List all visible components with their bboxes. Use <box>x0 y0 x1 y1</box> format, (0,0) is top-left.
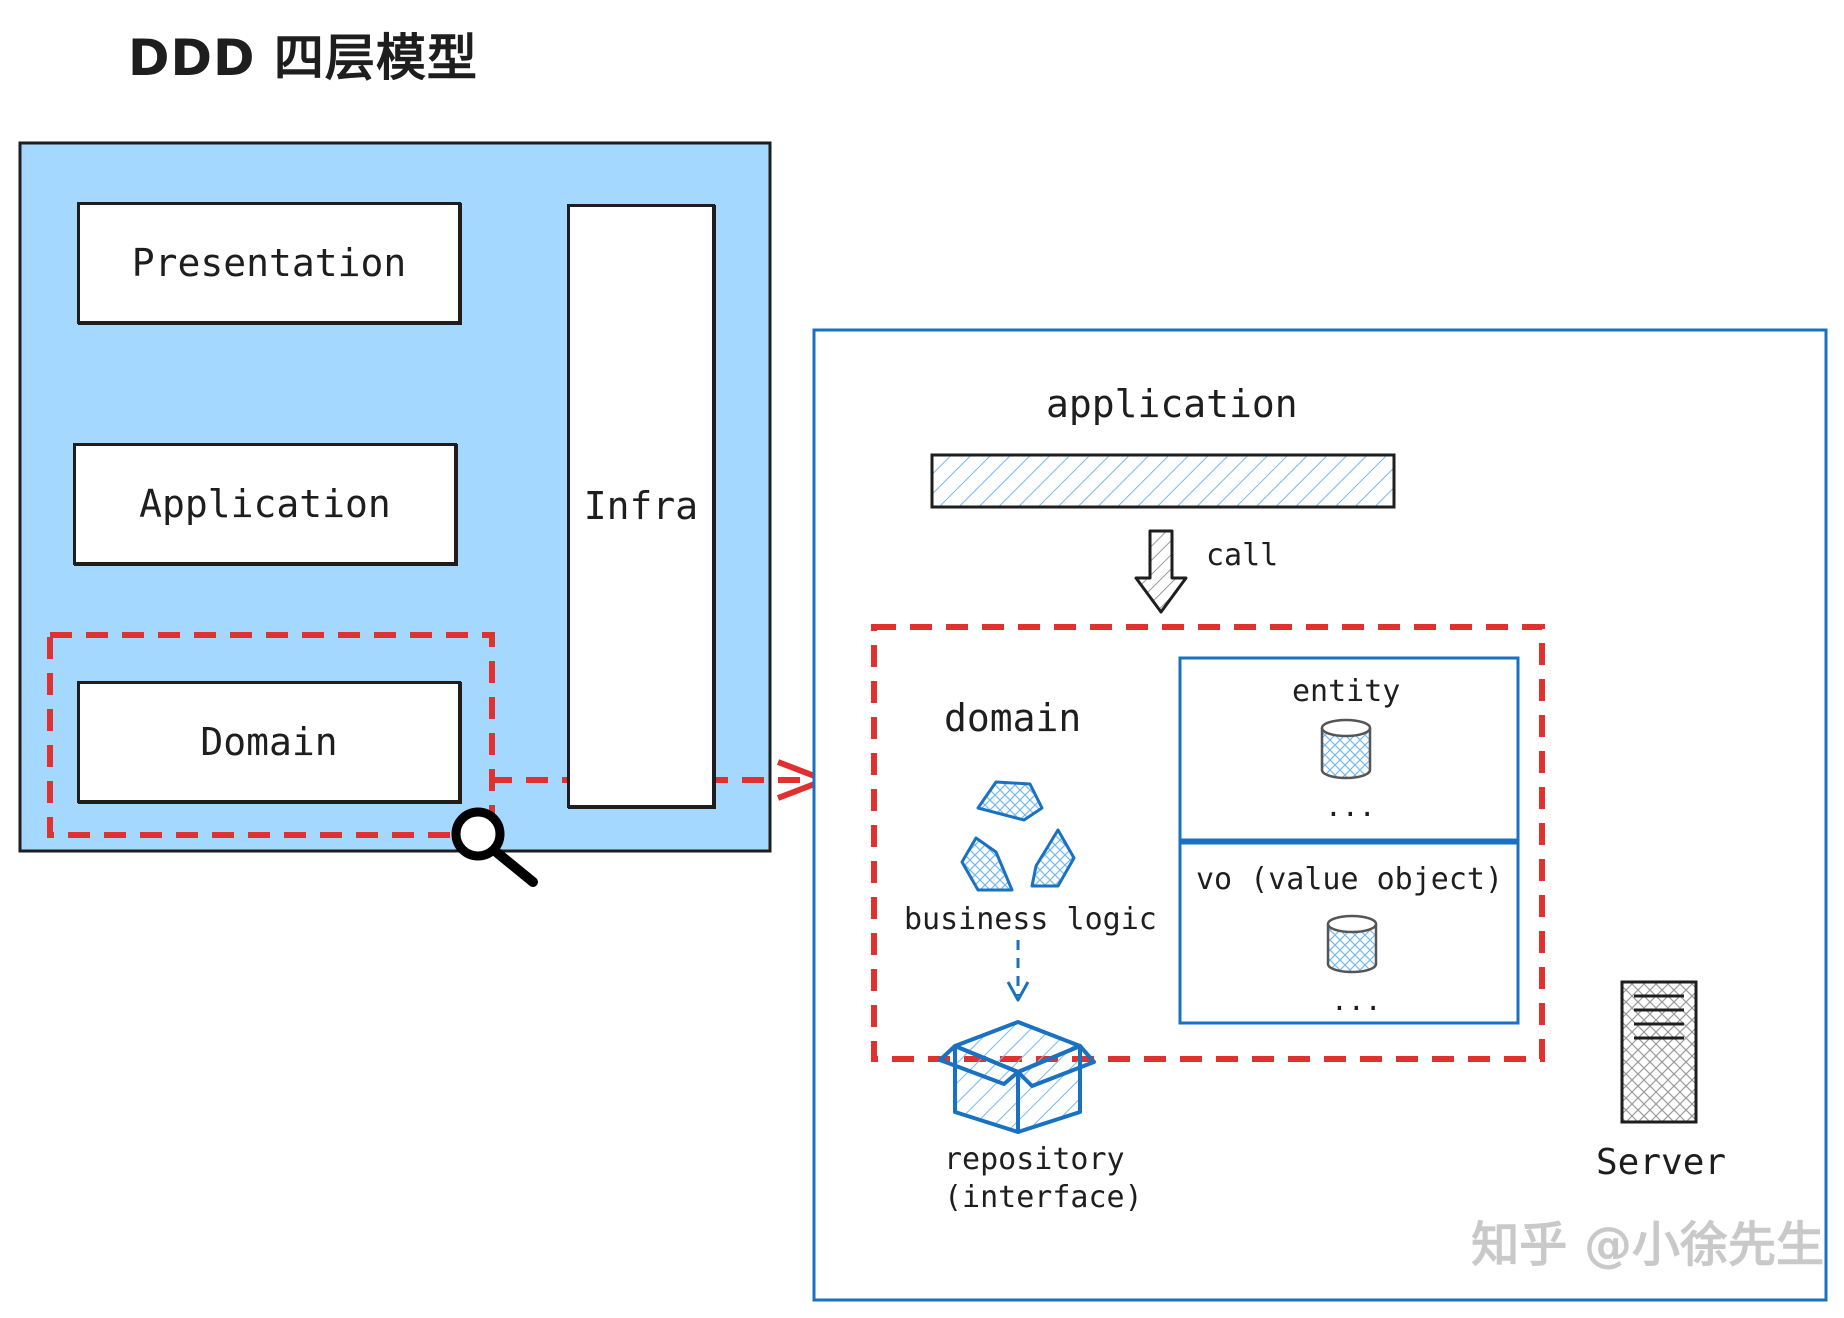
recycle-icon <box>960 780 1076 892</box>
domain-highlight <box>47 632 495 838</box>
watermark: 知乎 @小徐先生 <box>1471 1217 1824 1273</box>
entity-more: ... <box>1325 790 1376 823</box>
vo-more: ... <box>1331 984 1382 1017</box>
business-logic-label: business logic <box>904 902 1157 937</box>
entity-database-icon <box>1320 718 1372 780</box>
repository-box-icon <box>938 1020 1096 1134</box>
repository-interface-label: (interface) <box>944 1180 1143 1215</box>
domain-layer: Domain <box>77 681 461 803</box>
call-arrow-icon <box>1134 529 1188 614</box>
domain-label: domain <box>944 696 1082 740</box>
server-label: Server <box>1596 1142 1727 1183</box>
infra-layer: Infra <box>567 204 715 808</box>
diagram-title: DDD 四层模型 <box>128 29 478 87</box>
entity-label: entity <box>1292 674 1401 709</box>
repository-label: repository <box>944 1142 1125 1177</box>
application-label: application <box>1046 382 1298 426</box>
vo-database-icon <box>1326 914 1378 974</box>
magnifier-icon <box>451 807 538 887</box>
application-bar <box>930 453 1396 509</box>
presentation-layer: Presentation <box>77 202 461 324</box>
call-label: call <box>1206 538 1279 573</box>
server-icon <box>1620 980 1698 1124</box>
vo-label: vo (value object) <box>1196 862 1504 897</box>
domain-boundary <box>871 624 1545 1062</box>
application-layer: Application <box>73 443 457 565</box>
